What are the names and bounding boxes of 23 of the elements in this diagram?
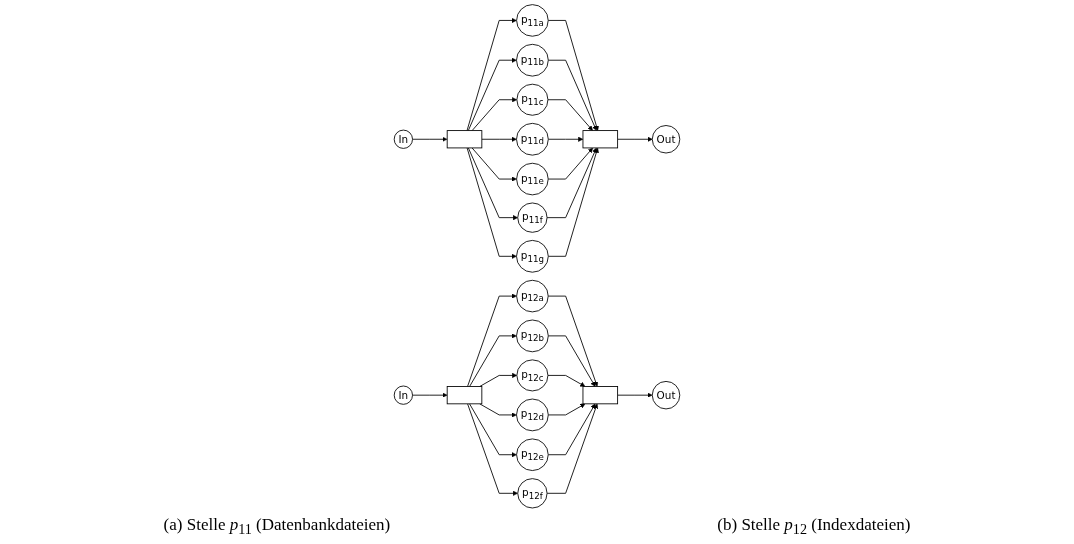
node-circle: p$_{12c}$ — [516, 359, 549, 392]
node-box — [582, 386, 619, 405]
node-circle: p$_{11g}$ — [516, 239, 549, 273]
node-box — [446, 386, 483, 405]
node-box — [582, 130, 619, 149]
node-circle: p$_{12d}$ — [516, 398, 549, 432]
node-box — [446, 130, 483, 149]
node-circle: p$_{12a}$ — [516, 279, 549, 313]
node-circle: In — [393, 129, 413, 149]
node-circle: p$_{11a}$ — [516, 4, 549, 37]
figure-caption: (a) Stelle p$_{11}$ (Datenbankdateien) — [163, 514, 391, 538]
node-circle: p$_{11e}$ — [516, 162, 549, 196]
node-circle: p$_{12b}$ — [516, 319, 549, 353]
node-circle: p$_{11b}$ — [516, 43, 549, 77]
node-circle: p$_{11c}$ — [516, 83, 549, 116]
node-circle: Out — [651, 380, 681, 410]
node-circle: In — [393, 385, 413, 405]
node-circle: Out — [651, 125, 681, 154]
node-circle: p$_{11d}$ — [516, 122, 549, 156]
figure-caption: (b) Stelle p$_{12}$ (Indexdateien) — [717, 514, 911, 538]
node-circle: p$_{12f}$ — [517, 478, 548, 509]
node-circle: p$_{11f}$ — [517, 202, 548, 233]
node-circle: p$_{12e}$ — [516, 438, 549, 471]
